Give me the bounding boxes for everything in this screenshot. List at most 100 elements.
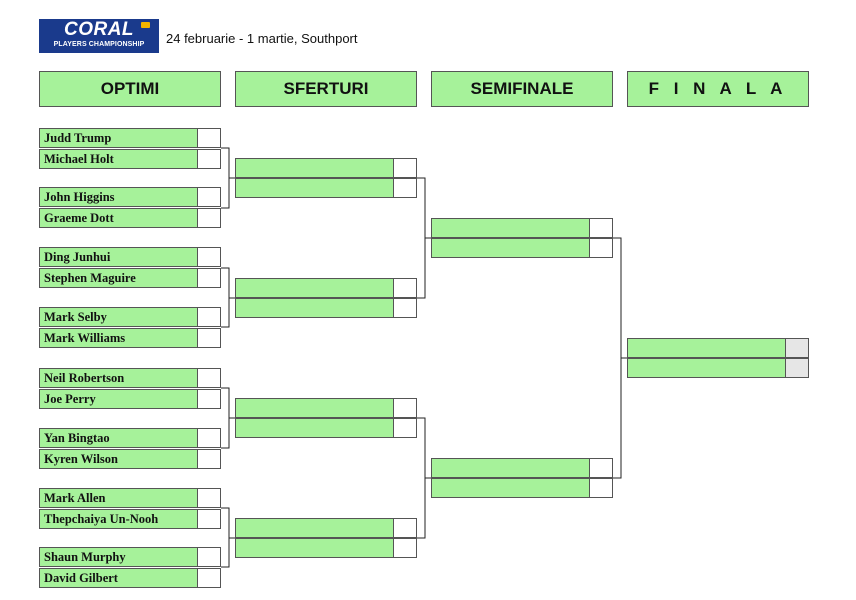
score-box (198, 488, 221, 508)
player-name: Ding Junhui (39, 247, 198, 267)
r16-slot: Thepchaiya Un-Nooh (39, 509, 221, 529)
round-header-sf: SEMIFINALE (431, 71, 613, 107)
logo-sub-text: PLAYERS CHAMPIONSHIP (53, 41, 145, 48)
r16-slot: Shaun Murphy (39, 547, 221, 567)
r16-slot: Neil Robertson (39, 368, 221, 388)
score-box (198, 449, 221, 469)
sf-slot (431, 458, 613, 478)
score-box (786, 338, 809, 358)
score-box (394, 538, 417, 558)
player-name (235, 278, 394, 298)
qf-slot (235, 158, 417, 178)
player-name (235, 298, 394, 318)
sf-slot (431, 478, 613, 498)
qf-slot (235, 538, 417, 558)
score-box (198, 368, 221, 388)
score-box (590, 238, 613, 258)
score-box (590, 218, 613, 238)
qf-slot (235, 398, 417, 418)
sf-slot (431, 218, 613, 238)
player-name (235, 538, 394, 558)
player-name: Judd Trump (39, 128, 198, 148)
r16-slot: Mark Williams (39, 328, 221, 348)
player-name (235, 178, 394, 198)
qf-slot (235, 518, 417, 538)
r16-slot: Mark Allen (39, 488, 221, 508)
score-box (394, 158, 417, 178)
score-box (394, 398, 417, 418)
score-box (786, 358, 809, 378)
final-slot (627, 338, 809, 358)
player-name (431, 238, 590, 258)
qf-slot (235, 278, 417, 298)
player-name (431, 478, 590, 498)
r16-slot: Ding Junhui (39, 247, 221, 267)
score-box (198, 128, 221, 148)
player-name (431, 458, 590, 478)
score-box (198, 328, 221, 348)
flag-icon (141, 22, 150, 28)
r16-slot: Joe Perry (39, 389, 221, 409)
r16-slot: Judd Trump (39, 128, 221, 148)
round-header-r16: OPTIMI (39, 71, 221, 107)
qf-slot (235, 418, 417, 438)
score-box (590, 458, 613, 478)
player-name: Mark Selby (39, 307, 198, 327)
score-box (394, 178, 417, 198)
r16-slot: Michael Holt (39, 149, 221, 169)
player-name: Graeme Dott (39, 208, 198, 228)
qf-slot (235, 298, 417, 318)
score-box (394, 278, 417, 298)
player-name: Thepchaiya Un-Nooh (39, 509, 198, 529)
score-box (198, 547, 221, 567)
player-name: Joe Perry (39, 389, 198, 409)
score-box (394, 418, 417, 438)
player-name (627, 338, 786, 358)
r16-slot: Stephen Maguire (39, 268, 221, 288)
score-box (394, 298, 417, 318)
player-name (627, 358, 786, 378)
player-name (235, 158, 394, 178)
final-slot (627, 358, 809, 378)
score-box (590, 478, 613, 498)
r16-slot: Mark Selby (39, 307, 221, 327)
player-name (235, 398, 394, 418)
player-name: Kyren Wilson (39, 449, 198, 469)
score-box (198, 268, 221, 288)
r16-slot: David Gilbert (39, 568, 221, 588)
score-box (198, 389, 221, 409)
coral-logo: CORAL PLAYERS CHAMPIONSHIP (39, 19, 159, 53)
player-name: David Gilbert (39, 568, 198, 588)
player-name (235, 518, 394, 538)
r16-slot: John Higgins (39, 187, 221, 207)
score-box (198, 568, 221, 588)
sf-slot (431, 238, 613, 258)
player-name: Yan Bingtao (39, 428, 198, 448)
score-box (198, 247, 221, 267)
score-box (198, 149, 221, 169)
r16-slot: Graeme Dott (39, 208, 221, 228)
player-name (431, 218, 590, 238)
logo-main-text: CORAL (63, 19, 135, 40)
player-name: Mark Allen (39, 488, 198, 508)
player-name (235, 418, 394, 438)
round-header-final: F I N A L A (627, 71, 809, 107)
event-date-location: 24 februarie - 1 martie, Southport (166, 31, 358, 46)
r16-slot: Kyren Wilson (39, 449, 221, 469)
score-box (198, 428, 221, 448)
qf-slot (235, 178, 417, 198)
score-box (198, 509, 221, 529)
score-box (394, 518, 417, 538)
player-name: Stephen Maguire (39, 268, 198, 288)
round-header-qf: SFERTURI (235, 71, 417, 107)
player-name: Neil Robertson (39, 368, 198, 388)
score-box (198, 208, 221, 228)
player-name: John Higgins (39, 187, 198, 207)
score-box (198, 187, 221, 207)
player-name: Michael Holt (39, 149, 198, 169)
player-name: Mark Williams (39, 328, 198, 348)
score-box (198, 307, 221, 327)
player-name: Shaun Murphy (39, 547, 198, 567)
r16-slot: Yan Bingtao (39, 428, 221, 448)
